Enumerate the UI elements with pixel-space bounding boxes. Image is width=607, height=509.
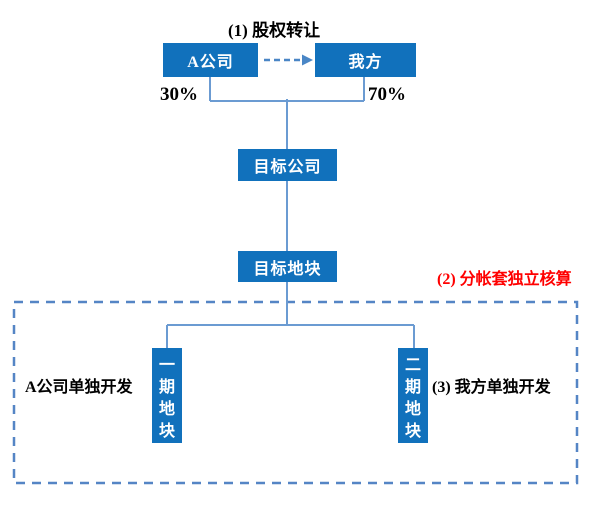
dashed-transfer-arrow-icon <box>264 54 313 66</box>
node-target-company: 目标公司 <box>238 149 337 181</box>
node-phase2-land-label: 二期地块 <box>404 357 421 440</box>
connector-top-join <box>209 77 365 149</box>
share-company-a: 30% <box>160 84 198 105</box>
connector-land-branch <box>166 282 415 348</box>
step2-annotation: (2) 分帐套独立核算 <box>437 271 572 288</box>
share-our-side: 70% <box>368 84 406 105</box>
node-our-side: 我方 <box>315 43 416 77</box>
node-target-land: 目标地块 <box>238 251 337 282</box>
node-phase1-land: 一期地块 <box>152 348 182 443</box>
left-development-label: A公司单独开发 <box>25 379 133 396</box>
step1-title: (1) 股权转让 <box>228 21 321 40</box>
node-phase2-land: 二期地块 <box>398 348 428 443</box>
node-company-a: A公司 <box>163 43 258 77</box>
node-phase1-land-label: 一期地块 <box>158 357 175 440</box>
step3-right-development-label: (3) 我方单独开发 <box>432 379 551 396</box>
dashed-boundary-box <box>12 300 579 485</box>
